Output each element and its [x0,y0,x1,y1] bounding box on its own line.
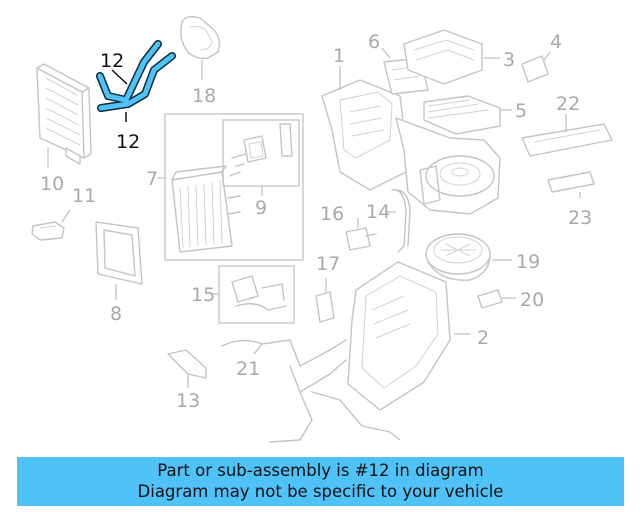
callout-4: 4 [550,31,562,53]
part-19-blower-motor [425,233,512,281]
part-9-expansion-valve-kit [222,119,300,196]
info-banner: Part or sub-assembly is #12 in diagram D… [17,457,624,506]
part-11-sensor [31,209,71,241]
callout-22: 22 [556,93,580,115]
part-8-gasket [95,221,143,300]
part-14-hose [386,189,411,253]
part-12-heater-tubes [96,40,176,122]
callout-12-lower: 12 [116,131,140,153]
part-10-heater-core [36,63,92,168]
callout-23: 23 [568,207,592,229]
part-15-control-kit [212,265,295,324]
callout-2: 2 [477,327,489,349]
callout-12-upper: 12 [100,50,124,72]
part-1-hvac-case [321,66,501,215]
callout-19: 19 [516,251,540,273]
callout-10: 10 [40,173,64,195]
callout-9: 9 [255,197,267,219]
banner-line-1: Part or sub-assembly is #12 in diagram [157,461,484,480]
callout-6: 6 [368,31,380,53]
part-7-evaporator [157,113,304,261]
part-4-bracket [521,51,551,83]
callout-8: 8 [110,303,122,325]
parts-diagram: 1 2 3 4 5 6 7 8 9 10 11 12 12 13 14 15 1… [31,15,613,443]
callout-15: 15 [191,284,215,306]
callout-1: 1 [333,45,345,67]
part-22-duct [521,114,613,157]
callout-20: 20 [520,289,544,311]
callout-7: 7 [146,168,158,190]
part-2-lower-case [347,261,470,411]
callout-11: 11 [72,185,96,207]
part-13-bracket [167,349,207,388]
callout-labels: 1 2 3 4 5 6 7 8 9 10 11 12 12 13 14 15 1… [40,31,592,412]
part-21-harness [221,339,401,443]
callout-18: 18 [192,85,216,107]
part-5-filter [423,95,512,135]
callout-13: 13 [176,390,200,412]
callout-5: 5 [515,100,527,122]
callout-17: 17 [316,253,340,275]
callout-14: 14 [366,201,390,223]
part-20-resistor [477,289,516,309]
callout-16: 16 [320,203,344,225]
part-17-sensor [315,278,335,323]
banner-line-2: Diagram may not be specific to your vehi… [137,482,504,501]
part-23-duct [547,171,595,198]
part-18-seal [180,15,221,80]
callout-3: 3 [503,49,515,71]
callout-21: 21 [236,358,260,380]
part-3-duct [403,29,500,85]
part-16-actuator [345,218,377,251]
